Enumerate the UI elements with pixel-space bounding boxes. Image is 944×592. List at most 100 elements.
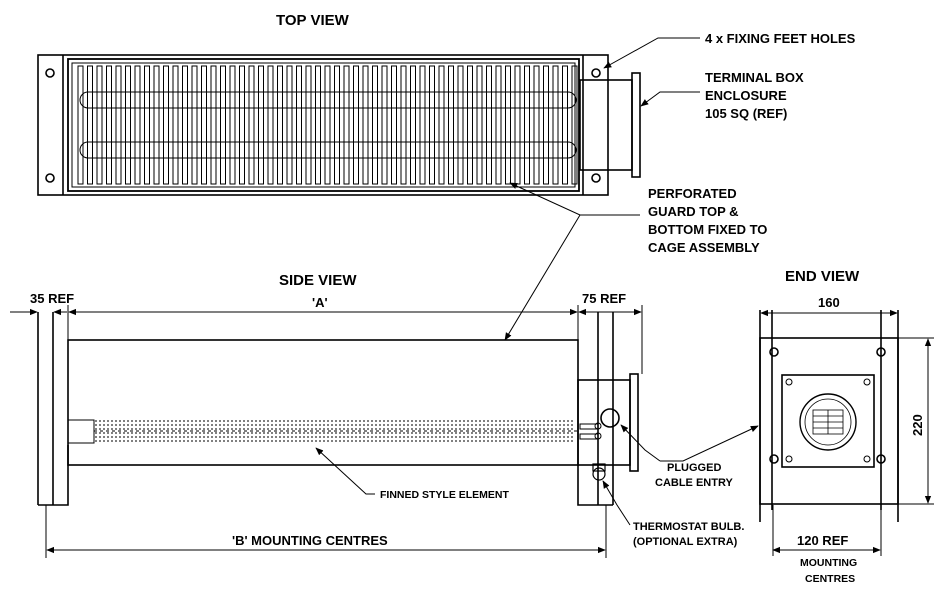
finned-element [94,420,578,443]
terminal-box-end [781,374,875,468]
dim-160-label: 160 [818,295,840,310]
guard-label-2: GUARD TOP & [648,204,739,219]
view-titles: TOP VIEW SIDE VIEW END VIEW [276,12,860,289]
guard-slat [410,65,416,185]
top-view-guard [67,58,580,192]
guard-slat [505,65,511,185]
guard-slat [400,65,407,185]
guard-slat [296,65,302,185]
guard-label-4: CAGE ASSEMBLY [648,240,760,255]
guard-slat [153,65,160,185]
end-view-body [759,337,899,505]
thermostat-label-1: THERMOSTAT BULB. [633,521,744,533]
guard-slat [533,65,540,185]
guard-slat [191,65,198,185]
guard-slat [571,65,578,185]
thermostat-label-2: (OPTIONAL EXTRA) [633,536,738,548]
guard-slat [448,65,454,185]
terminal-box-label-1: TERMINAL BOX [705,70,804,85]
guard-slat [429,65,435,185]
fixing-hole-icon [591,173,601,183]
guard-slat [467,65,473,185]
dim-120-ref-label: 120 REF [797,533,848,548]
plugged-label-2: CABLE ENTRY [655,477,733,489]
end-view [759,310,899,522]
guard-label-3: BOTTOM FIXED TO [648,222,767,237]
guard-slat [115,65,122,185]
guard-slat [305,65,312,185]
guard-slat [248,65,255,185]
fixing-screw-icon [876,454,886,464]
guard-slat [524,65,530,185]
terminal-studs [579,422,602,440]
guard-slat [163,65,169,185]
terminal-box-top [579,79,633,171]
guard-label-1: PERFORATED [648,186,737,201]
guard-slat [286,65,293,185]
mounting-centres-label-2: CENTRES [805,573,855,585]
dimension-lines [10,305,934,558]
guard-slat [372,65,378,185]
guard-slat [210,65,217,185]
top-element-tubes [79,91,577,159]
guard-slat [182,65,188,185]
side-view [37,312,639,506]
guard-slat [476,65,483,185]
plugged-label-1: PLUGGED [667,462,721,474]
guard-slat [277,65,283,185]
guard-slat [220,65,226,185]
guard-slat [495,65,502,185]
end-view-title: END VIEW [785,268,860,285]
element-tube-bend [79,91,577,159]
dim-35-ref-label: 35 REF [30,291,74,306]
fixing-screw-icon [876,347,886,357]
top-view-base-plate [37,54,609,196]
guard-slat [96,65,103,185]
nameplate-icon [799,393,857,451]
guard-slat [229,65,236,185]
guard-slat [353,65,359,185]
side-view-body [67,339,579,466]
guard-slat [258,65,264,185]
guard-slat [315,65,321,185]
dim-b-label: 'B' MOUNTING CENTRES [232,533,388,548]
terminal-box-label-2: ENCLOSURE [705,88,787,103]
guard-slat [552,65,559,185]
guard-slat [391,65,397,185]
guard-slat [87,65,93,185]
mounting-centres-label-1: MOUNTING [800,557,857,569]
dimension-labels: 35 REF 'A' 75 REF 'B' MOUNTING CENTRES 1… [30,291,925,585]
guard-slat [125,65,131,185]
guard-slat [514,65,521,185]
guard-slat [144,65,150,185]
element-tube [88,91,568,159]
guard-slat [343,65,350,185]
guard-slat [267,65,274,185]
terminal-box-label-3: 105 SQ (REF) [705,106,787,121]
guard-slat [324,65,331,185]
guard-slat [239,65,245,185]
guard-slat [486,65,492,185]
guard-slats [77,65,578,185]
guard-slat [172,65,179,185]
guard-slat [543,65,549,185]
dim-75-ref-label: 75 REF [582,291,626,306]
guard-slat [77,65,84,185]
guard-slat [334,65,340,185]
fixing-screw-icon [769,454,779,464]
plugged-cable-entry-icon [600,408,620,428]
thermostat-bulb-icon [592,463,606,481]
guard-slat [419,65,426,185]
fixing-hole-icon [591,68,601,78]
side-view-title: SIDE VIEW [279,272,357,289]
guard-slat [562,65,568,185]
leader-lines [315,37,759,526]
guard-slat [457,65,464,185]
callout-labels: 4 x FIXING FEET HOLES TERMINAL BOX ENCLO… [380,31,856,548]
fixing-screw-icon [769,347,779,357]
guard-slat [106,65,112,185]
top-view [37,54,641,196]
dim-220-label: 220 [910,414,925,436]
guard-slat [381,65,388,185]
